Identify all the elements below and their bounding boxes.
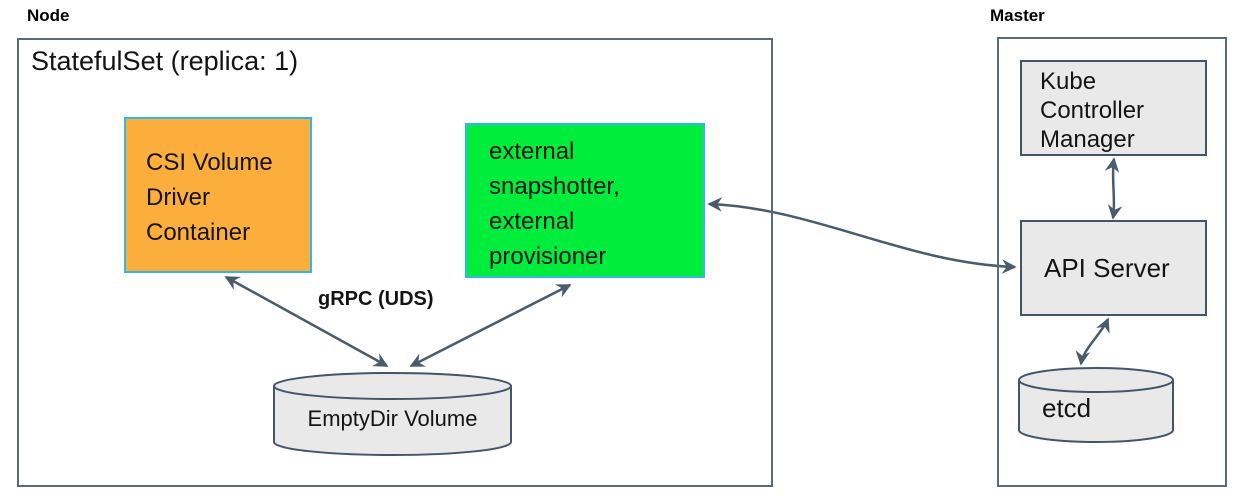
grpc-uds-label: gRPC (UDS) — [318, 288, 434, 310]
etcd-label: etcd — [1042, 393, 1092, 423]
kcm-box-line: Kube — [1040, 68, 1097, 95]
sidecar-box-line: external — [489, 138, 575, 165]
sidecar-box-line: snapshotter, — [489, 173, 620, 200]
node-box — [17, 38, 773, 487]
api-server-box: API Server — [1020, 220, 1207, 316]
node-section-label: Node — [27, 6, 70, 25]
sidecar-box-line: external — [489, 208, 575, 235]
statefulset-title: StatefulSet (replica: 1) — [31, 46, 299, 76]
csi-box-line: CSI Volume — [146, 149, 273, 176]
api-server-label: API Server — [1044, 252, 1170, 283]
csi-box-line: Container — [146, 219, 251, 246]
kcm-box-line: Manager — [1040, 126, 1135, 153]
master-box — [997, 37, 1227, 487]
csi-box-line: Driver — [146, 184, 210, 211]
sidecar-box-line: provisioner — [489, 243, 607, 270]
csi-volume-driver-box: CSI Volume Driver Container — [124, 117, 312, 273]
external-sidecar-box: external snapshotter, external provision… — [465, 123, 705, 278]
master-section-label: Master — [990, 6, 1045, 25]
kube-controller-manager-box: Kube Controller Manager — [1020, 60, 1207, 156]
kcm-box-line: Controller — [1040, 97, 1145, 124]
emptydir-volume-label: EmptyDir Volume — [307, 406, 478, 431]
